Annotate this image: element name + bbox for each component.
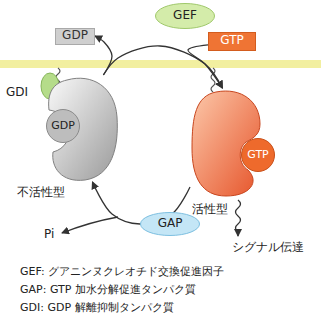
cycle-arrow — [188, 45, 222, 88]
legend-entry: GDI: GDP 解離抑制タンパク質 — [20, 302, 174, 315]
node-text: GAP — [158, 217, 183, 231]
cycle-arrow — [103, 46, 222, 88]
protein-label: GDI — [6, 86, 28, 100]
release-label: Pi — [44, 228, 54, 242]
factor-ellipse: GAP — [140, 212, 200, 236]
circle-fill — [47, 110, 80, 143]
signal-arrow — [236, 200, 241, 236]
nucleotide-box: GTP — [208, 32, 256, 51]
cycle-arrow — [95, 36, 112, 75]
node-text: GEF — [173, 9, 197, 23]
node-text: GTP — [220, 34, 243, 48]
cell-membrane — [0, 60, 321, 68]
circle-fill — [242, 139, 275, 172]
bound-nucleotide: GTP — [241, 138, 275, 172]
protein-shape: 不活性型GDP — [45, 75, 118, 182]
ellipse-fill — [141, 213, 200, 236]
protein-shape: 活性型GTP — [190, 88, 262, 198]
label-holder: GDI — [6, 85, 28, 100]
release-arrow — [62, 217, 118, 233]
protein-body — [49, 78, 118, 180]
legend-entry: GAP: GTP 加水分解促進タンパク質 — [20, 284, 196, 297]
legend-entry: GEF: グアニンヌクレオチド交換促進因子 — [20, 266, 224, 279]
node-text: GDP — [51, 120, 75, 133]
signal-label: シグナル伝達 — [232, 241, 304, 255]
nucleotide-box: GDP — [55, 28, 95, 45]
label-holder: シグナル伝達 — [232, 240, 304, 255]
state-heading: 活性型 — [192, 203, 228, 217]
legend-text: GAP: GTP 加水分解促進タンパク質 — [20, 284, 196, 297]
factor-ellipse: GEF — [155, 3, 215, 29]
label-holder: Pi — [44, 227, 54, 242]
legend-text: GDI: GDP 解離抑制タンパク質 — [20, 302, 174, 315]
bound-nucleotide: GDP — [46, 109, 80, 143]
node-text: GTP — [247, 149, 268, 162]
ellipse-fill — [156, 4, 215, 29]
node-text: GDP — [62, 29, 88, 43]
legend-text: GEF: グアニンヌクレオチド交換促進因子 — [20, 266, 224, 279]
state-heading: 不活性型 — [17, 186, 65, 200]
